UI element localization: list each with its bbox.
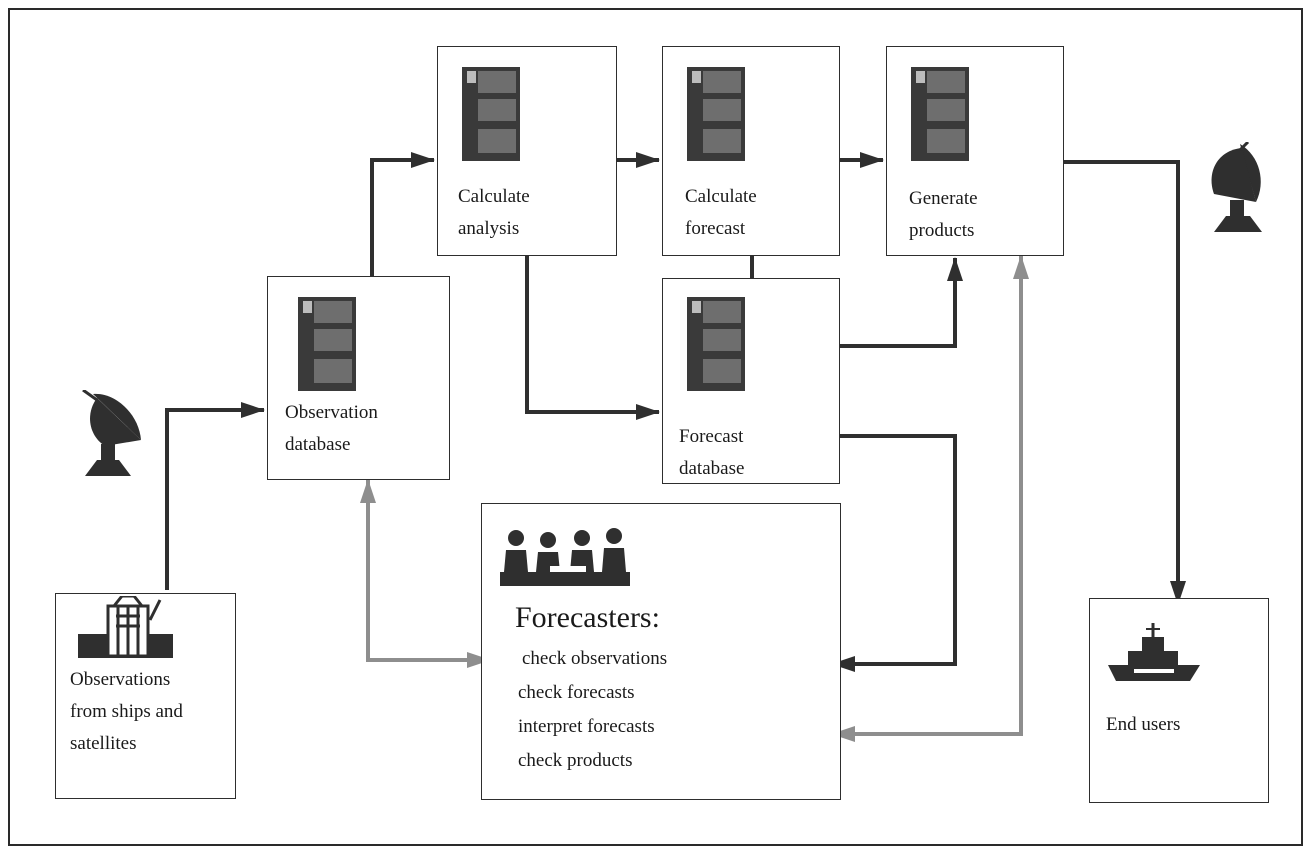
computer-screen-icon [911, 67, 969, 161]
generate-products-line-1: Generate [909, 188, 978, 209]
arrow-obsdb-to-analysis [370, 152, 435, 276]
observations-line-3: satellites [70, 733, 137, 754]
observations-line-1: Observations [70, 669, 171, 690]
calculate-analysis-line-1: Calculate [458, 186, 530, 207]
observation-database-label: Observation database [285, 397, 378, 461]
forecasters-task-2: check forecasts [518, 682, 635, 703]
forecast-database-line-1: Forecast [679, 426, 744, 447]
calculate-forecast-line-1: Calculate [685, 186, 757, 207]
satellite-dish-icon [82, 390, 141, 476]
forecasters-task-3: interpret forecasts [518, 716, 655, 737]
generate-products-box: Generate products [886, 46, 1064, 256]
satellite-dish-icon [1211, 142, 1262, 232]
calculate-forecast-line-2: forecast [685, 218, 746, 239]
observation-database-line-2: database [285, 434, 351, 455]
end-users-box: End users [1089, 598, 1269, 803]
diagram-frame [8, 8, 1303, 846]
forecasters-task-list: check observations check forecasts inter… [518, 642, 667, 778]
forecasters-title: Forecasters: [515, 601, 660, 634]
calculate-forecast-box: Calculate forecast [662, 46, 840, 256]
observations-label: Observations from ships and satellites [70, 664, 183, 760]
arrow-products-to-endusers [1064, 160, 1186, 605]
computer-screen-icon [298, 297, 356, 391]
calculate-analysis-box: Calculate analysis [437, 46, 617, 256]
observation-database-line-1: Observation [285, 402, 378, 423]
oil-platform-icon [78, 596, 173, 658]
arrow-analysis-to-forecastdb [525, 256, 660, 420]
arrow-observations-to-obsdb [165, 402, 265, 590]
ship-icon [1108, 623, 1200, 681]
arrow-obsdb-forecasters [360, 479, 491, 668]
observations-box: Observations from ships and satellites [55, 593, 236, 799]
generate-products-line-2: products [909, 220, 975, 241]
forecasters-box: Forecasters: check observations check fo… [481, 503, 841, 800]
forecast-database-label: Forecast database [679, 421, 744, 485]
computer-screen-icon [462, 67, 520, 161]
observations-line-2: from ships and [70, 701, 183, 722]
forecast-database-box: Forecast database [662, 278, 840, 484]
generate-products-label: Generate products [909, 183, 978, 247]
forecast-database-line-2: database [679, 458, 745, 479]
computer-screen-icon [687, 297, 745, 391]
calculate-forecast-label: Calculate forecast [685, 181, 757, 245]
end-users-label: End users [1106, 709, 1180, 741]
arrow-forecastdb-to-forecasters [831, 434, 957, 672]
end-users-line-1: End users [1106, 714, 1181, 735]
arrow-forecastdb-to-products [840, 257, 963, 348]
people-meeting-icon [500, 528, 630, 586]
computer-screen-icon [687, 67, 745, 161]
observation-database-box: Observation database [267, 276, 450, 480]
arrow-products-forecasters [831, 255, 1029, 742]
calculate-analysis-line-2: analysis [458, 218, 520, 239]
forecasters-task-1: check observations [522, 648, 668, 669]
forecasters-task-4: check products [518, 750, 633, 771]
calculate-analysis-label: Calculate analysis [458, 181, 530, 245]
